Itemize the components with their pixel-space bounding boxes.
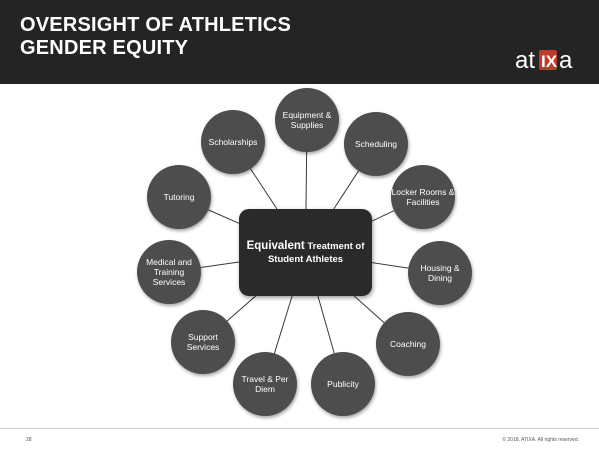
connector-line [305, 151, 308, 210]
slide-title: OVERSIGHT OF ATHLETICS GENDER EQUITY [20, 14, 292, 59]
connector-line [353, 295, 385, 324]
node-travel: Travel & Per Diem [233, 352, 297, 416]
node-publicity: Publicity [311, 352, 375, 416]
atixa-logo: at IX a [515, 46, 585, 74]
copyright: © 2018, ATIXA. All rights reserved. [502, 437, 579, 443]
connector-line [250, 168, 278, 210]
node-scholarships: Scholarships [201, 110, 265, 174]
connector-line [317, 295, 335, 354]
center-label: Equivalent Treatment of Student Athletes [239, 240, 372, 266]
svg-text:at: at [515, 47, 535, 74]
node-tutoring: Tutoring [147, 165, 211, 229]
atixa-logo-mark: at IX a [515, 47, 573, 74]
node-housing: Housing & Dining [408, 241, 472, 305]
connector-line [273, 295, 293, 354]
connector-line [226, 295, 257, 322]
connector-line [200, 261, 240, 268]
connector-line [371, 210, 395, 222]
header-bar: OVERSIGHT OF ATHLETICS GENDER EQUITY at … [0, 0, 599, 84]
center-label-rest: Treatment of Student Athletes [267, 240, 365, 265]
svg-text:IX: IX [541, 52, 558, 71]
connector-line [333, 170, 359, 210]
node-locker-rooms: Locker Rooms & Facilities [391, 165, 455, 229]
page-number: 28 [26, 437, 32, 443]
node-medical: Medical and Training Services [137, 240, 201, 304]
connector-line [208, 209, 240, 224]
center-box: Equivalent Treatment of Student Athletes [239, 209, 372, 296]
svg-text:a: a [559, 47, 573, 74]
node-scheduling: Scheduling [344, 112, 408, 176]
connector-line [371, 262, 409, 269]
center-label-bold: Equivalent [246, 239, 305, 252]
footer-rule [0, 428, 599, 429]
node-coaching: Coaching [376, 312, 440, 376]
node-equipment: Equipment & Supplies [275, 88, 339, 152]
node-support: Support Services [171, 310, 235, 374]
